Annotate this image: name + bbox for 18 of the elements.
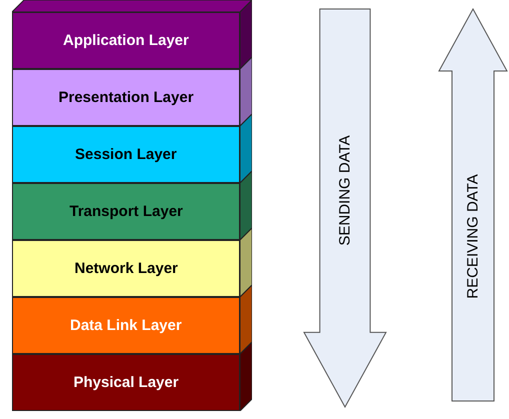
layer-block	[12, 228, 252, 297]
layer-label: Physical Layer	[74, 374, 179, 391]
layer-block	[12, 114, 252, 183]
down-arrow	[303, 8, 387, 408]
layer-label: Network Layer	[74, 260, 178, 277]
layer-label: Transport Layer	[70, 203, 183, 220]
layer-label: Presentation Layer	[58, 89, 194, 106]
up-arrow	[438, 8, 508, 402]
layer-block	[12, 342, 252, 411]
arrow-label: RECEIVING DATA	[464, 174, 482, 299]
layer-block	[12, 171, 252, 240]
layer-label: Session Layer	[75, 146, 177, 163]
layer-block	[12, 285, 252, 354]
arrow-label: SENDING DATA	[336, 135, 354, 246]
layer-block	[12, 0, 252, 69]
layer-label: Application Layer	[63, 32, 189, 49]
layer-label: Data Link Layer	[70, 317, 182, 334]
layer-block	[12, 57, 252, 126]
